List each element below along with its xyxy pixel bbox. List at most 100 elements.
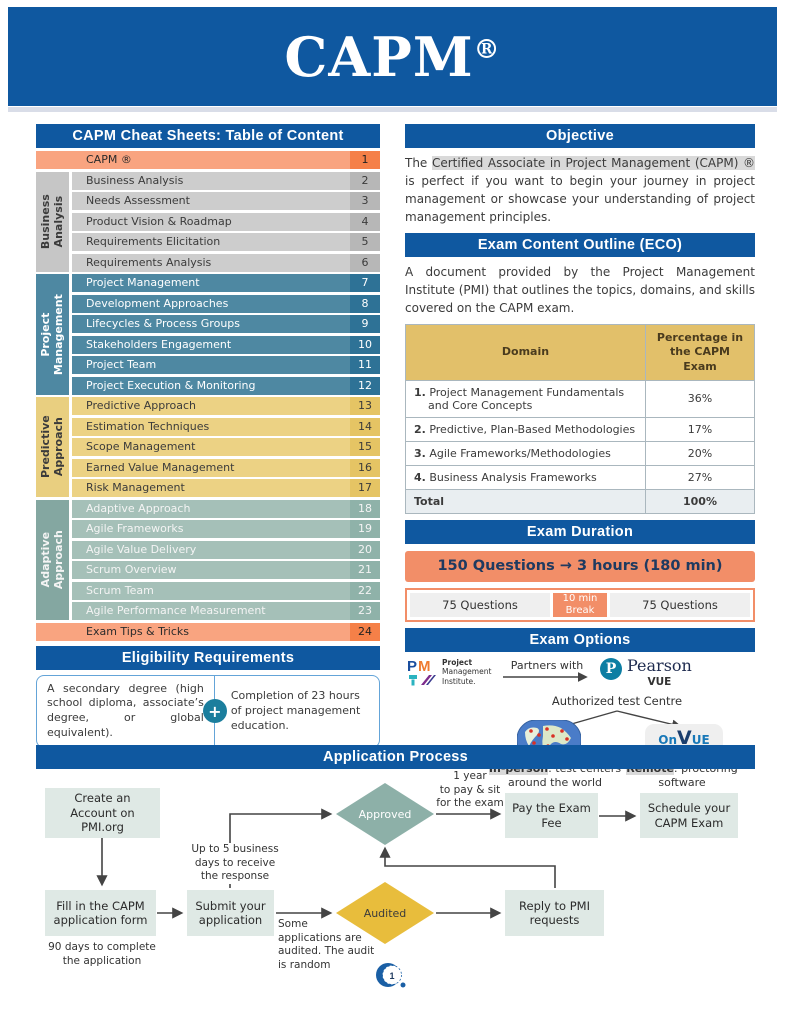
toc-row-label: Agile Performance Measurement — [72, 602, 350, 620]
partners-arrow-icon — [503, 671, 588, 682]
toc-row-number: 2 — [350, 171, 380, 190]
toc-row-label: Agile Frameworks — [72, 520, 350, 538]
pmi-logo: P M Project Management Institute. — [407, 658, 497, 688]
note-five-days: Up to 5 business days to receive the res… — [185, 843, 285, 884]
toc-row-label: Scrum Team — [72, 581, 350, 600]
right-column: Objective The Certified Associate in Pro… — [405, 124, 755, 796]
toc-row-number: 24 — [350, 622, 380, 641]
toc-row-number: 6 — [350, 253, 380, 272]
toc-row-number: 7 — [350, 274, 380, 292]
toc-row-label: Business Analysis — [72, 171, 350, 190]
toc-row-number: 20 — [350, 540, 380, 559]
toc-row-label: Requirements Analysis — [72, 253, 350, 272]
objective-highlight: Certified Associate in Project Managemen… — [431, 156, 755, 170]
toc-row-number: 21 — [350, 561, 380, 579]
eco-percentage-cell: 27% — [646, 465, 754, 489]
toc-row-number: 11 — [350, 356, 380, 374]
page-title: CAPM® — [284, 24, 501, 89]
node-fill-form: Fill in the CAPM application form — [45, 890, 156, 936]
pearson-vue-logo: P Pearson VUE — [600, 655, 692, 688]
toc-row-number: 18 — [350, 499, 380, 518]
toc-row-number: 19 — [350, 520, 380, 538]
toc-row-number: 4 — [350, 212, 380, 231]
toc-row-number: 1 — [350, 151, 380, 169]
plus-icon: + — [202, 699, 227, 724]
duration-header: Exam Duration — [405, 519, 755, 544]
toc-row-label: Exam Tips & Tricks — [36, 622, 350, 641]
toc-row-label: Earned Value Management — [72, 458, 350, 477]
toc-row-number: 15 — [350, 438, 380, 456]
toc-row-label: Stakeholders Engagement — [72, 335, 350, 354]
objective-text: The Certified Associate in Project Manag… — [405, 156, 755, 224]
note-ninety-days: 90 days to complete the application — [48, 941, 156, 967]
eco-domain-cell: 1. Project Management Fundamentals and C… — [406, 380, 645, 417]
toc-group-label: Adaptive Approach — [36, 499, 69, 620]
application-flowchart: Create an Account on PMI.org Pay the Exa… — [0, 770, 785, 1024]
eco-percentage-cell: 20% — [646, 441, 754, 465]
toc-row-label: Risk Management — [72, 479, 350, 497]
svg-text:P: P — [407, 658, 417, 675]
toc-row-label: Adaptive Approach — [72, 499, 350, 518]
left-column: CAPM Cheat Sheets: Table of Content CAPM… — [36, 124, 380, 748]
header-divider — [8, 107, 777, 112]
segment-second-half: 75 Questions — [610, 592, 750, 617]
toc-row-number: 8 — [350, 294, 380, 313]
toc-group-label: Project Management — [36, 274, 69, 395]
page-number-badge: 1 — [374, 962, 410, 996]
toc-row-label: Lifecycles & Process Groups — [72, 315, 350, 333]
toc-row-label: CAPM ® — [36, 151, 350, 169]
toc-row-label: Product Vision & Roadmap — [72, 212, 350, 231]
toc-row-label: Project Team — [72, 356, 350, 374]
authorized-test-centre: Authorized test Centre — [551, 693, 683, 708]
toc-row-number: 23 — [350, 602, 380, 620]
toc-row-number: 13 — [350, 397, 380, 415]
vue-wordmark: VUE — [647, 675, 672, 688]
toc-row-number: 14 — [350, 417, 380, 436]
application-header: Application Process — [36, 745, 755, 769]
toc-row-label: Agile Value Delivery — [72, 540, 350, 559]
toc-row-label: Scrum Overview — [72, 561, 350, 579]
note-audit-random: Some applications are audited. The audit… — [278, 918, 375, 971]
toc-row-label: Project Execution & Monitoring — [72, 376, 350, 395]
note-one-year: 1 year to pay & sit for the exam — [436, 770, 504, 810]
eco-text: A document provided by the Project Manag… — [405, 265, 755, 315]
registered-mark: ® — [473, 34, 501, 65]
eligibility-box: A secondary degree (high school diploma,… — [36, 674, 380, 748]
eco-domain-cell: 4. Business Analysis Frameworks — [406, 465, 645, 489]
toc-row-label: Scope Management — [72, 438, 350, 456]
objective-header: Objective — [405, 124, 755, 148]
toc-row-number: 10 — [350, 335, 380, 354]
toc-row-label: Needs Assessment — [72, 192, 350, 210]
node-reply-pmi: Reply to PMI requests — [505, 890, 604, 936]
flow-arrows — [96, 808, 637, 919]
duration-banner: 150 Questions → 3 hours (180 min) — [405, 550, 755, 582]
segment-first-half: 75 Questions — [410, 592, 550, 617]
pmi-logo-icon: P M — [407, 658, 436, 686]
toc-row-number: 16 — [350, 458, 380, 477]
svg-text:1: 1 — [389, 971, 394, 981]
toc-row-label: Project Management — [72, 274, 350, 292]
node-pay-fee: Pay the Exam Fee — [505, 793, 598, 838]
toc-row-label: Requirements Elicitation — [72, 233, 350, 251]
eligibility-header: Eligibility Requirements — [36, 645, 380, 670]
toc-row-label: Estimation Techniques — [72, 417, 350, 436]
eco-header: Exam Content Outline (ECO) — [405, 233, 755, 257]
options-header: Exam Options — [405, 627, 755, 652]
toc-row-number: 9 — [350, 315, 380, 333]
node-create-account: Create an Account on PMI.org — [45, 788, 160, 838]
eligibility-education-text: Completion of 23 hours of project manage… — [230, 688, 361, 732]
duration-segments: 75 Questions 10 min Break 75 Questions — [405, 587, 755, 622]
eco-column-header: Percentage in the CAPM Exam — [646, 325, 754, 380]
eco-domain-cell: 3. Agile Frameworks/Methodologies — [406, 441, 645, 465]
pearson-wordmark: Pearson — [627, 655, 692, 675]
pmi-logo-text: Project Management Institute. — [442, 657, 492, 686]
pearson-icon: P — [600, 657, 622, 680]
toc-row-number: 5 — [350, 233, 380, 251]
partners-with: Partners with — [501, 659, 593, 685]
toc-row-label: Predictive Approach — [72, 397, 350, 415]
segment-break: 10 min Break — [553, 592, 607, 617]
eco-domain-cell: 2. Predictive, Plan-Based Methodologies — [406, 417, 645, 441]
eco-total-percentage: 100% — [646, 489, 754, 513]
